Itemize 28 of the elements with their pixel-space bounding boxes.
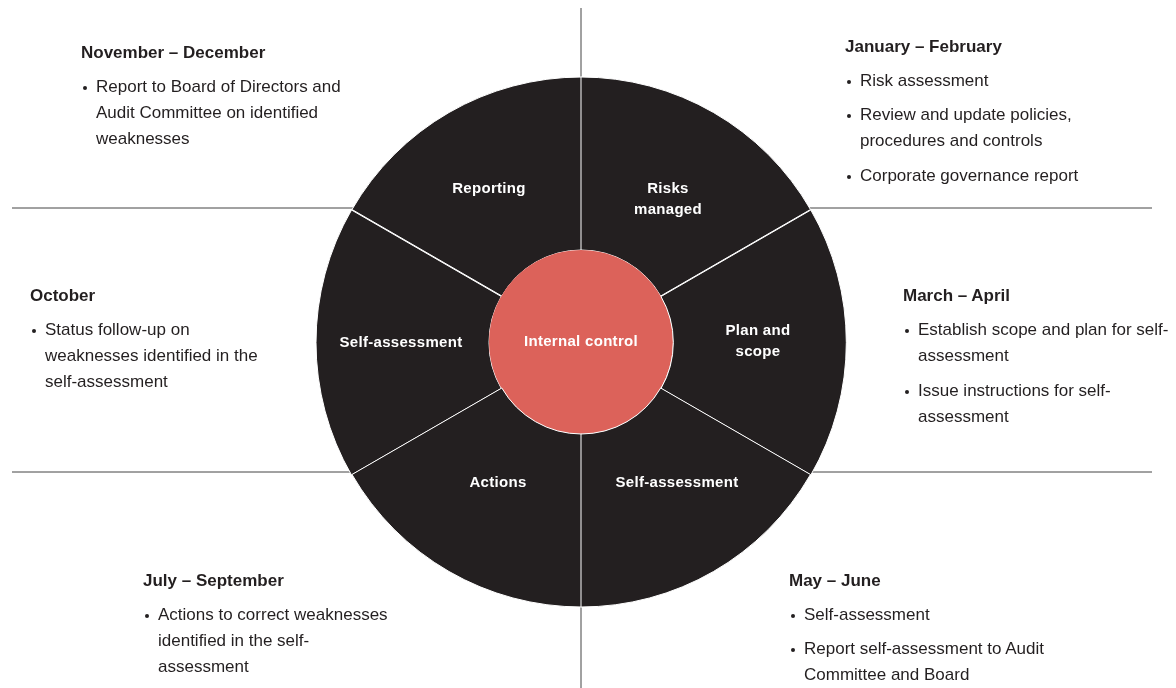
task-text: Report self-assessment to Audit Committee and Board [804,638,1045,686]
period-heading: May – June [789,570,882,592]
segment-label: Reporting [451,177,527,198]
segment-label: Plan and scope [724,320,792,361]
period-heading: November – December [81,42,267,64]
period-heading: January – February [845,36,1003,58]
ring-segment [316,209,502,475]
ring-segment [351,388,581,607]
task-text: Actions to correct weaknesses identified in the self-assessment [158,604,388,678]
period-heading: July – September [143,570,285,592]
ring-segment [581,77,811,296]
segment-label: Internal control [523,330,639,351]
task-text: Status follow-up on weaknesses identified in the self-assessment [45,319,259,393]
task-text: Risk assessment [860,70,990,92]
ring-segment [351,77,581,296]
segment-label: Self-assessment [614,471,740,492]
task-text: Corporate governance report [860,165,1080,187]
segment-label: Risks managed [633,178,703,219]
task-text: Self-assessment [804,604,931,626]
segment-label: Self-assessment [338,331,464,352]
task-text: Review and update policies, procedures and controls [860,104,1073,152]
segment-label: Actions [468,471,528,492]
task-text: Establish scope and plan for self-assessment [918,319,1170,367]
task-text: Issue instructions for self-assessment [918,380,1112,428]
task-text: Report to Board of Directors and Audit Committee on identified weaknesses [96,76,342,150]
period-heading: October [30,285,97,307]
center-circle [489,250,673,434]
period-heading: March – April [903,285,1012,307]
